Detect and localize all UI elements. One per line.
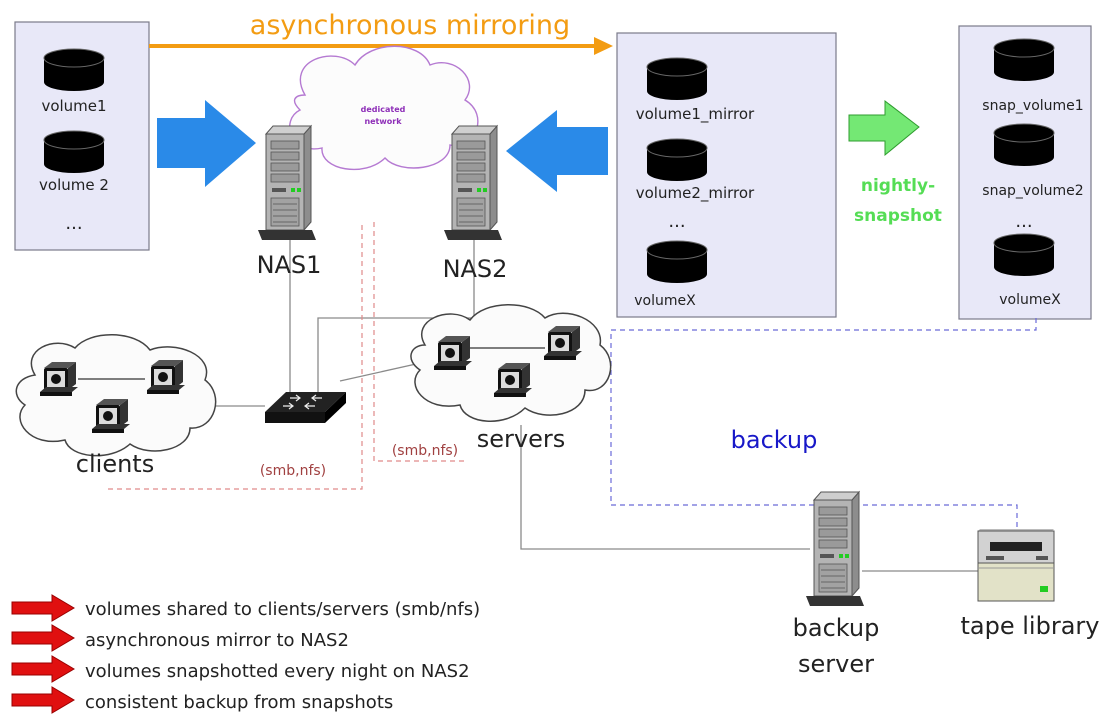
legend-item: asynchronous mirror to NAS2: [85, 630, 349, 651]
nightly-snapshot-label: nightly-: [861, 176, 935, 196]
legend-arrow-icon: [11, 624, 75, 652]
backup-server-label: backup: [793, 614, 880, 642]
server-pc-icon: [494, 363, 532, 397]
share-arrow-left: [157, 100, 256, 187]
disk-icon: [993, 233, 1055, 277]
mirroring-arrow-head: [594, 37, 613, 55]
server-pc-icon: [544, 326, 582, 360]
snapshot-volume-label: volumeX: [999, 292, 1061, 308]
legend-arrow-icon: [11, 686, 75, 714]
mirror-volume-label: volume2_mirror: [636, 184, 755, 203]
legend-item: volumes snapshotted every night on NAS2: [85, 661, 470, 682]
nas1-label: NAS1: [257, 251, 322, 279]
disk-icon: [646, 57, 708, 101]
protocol-line-right: [373, 222, 468, 462]
legend-item: volumes shared to clients/servers (smb/n…: [85, 599, 480, 620]
protocol-line-left: [108, 222, 363, 490]
tape-library-icon: [977, 529, 1055, 602]
client-pc-icon: [92, 399, 130, 433]
volume-ellipsis: ...: [1015, 211, 1032, 232]
network-switch-icon: [265, 392, 346, 423]
volume-ellipsis: ...: [65, 213, 82, 234]
legend-arrow-icon: [11, 655, 75, 683]
snapshot-volume-label: snap_volume2: [982, 183, 1083, 199]
volume-label: volume1: [41, 97, 106, 115]
mirroring-label: asynchronous mirroring: [250, 10, 570, 41]
disk-icon: [993, 38, 1055, 82]
backup-path-line: [610, 318, 1037, 530]
servers-label: servers: [477, 425, 565, 453]
client-pc-icon: [147, 360, 185, 394]
disk-icon: [43, 48, 105, 92]
nas2-wire: [317, 240, 475, 395]
backup-server-icon: [805, 491, 865, 607]
volume-ellipsis: ...: [668, 211, 685, 232]
servers-wire: [339, 361, 426, 382]
disk-icon: [646, 240, 708, 284]
backup-label: backup: [731, 426, 818, 454]
mirror-volume-label: volume1_mirror: [636, 105, 755, 124]
protocol-label: (smb,nfs): [392, 443, 458, 459]
snapshot-arrow: [848, 99, 920, 157]
clients-label: clients: [76, 450, 154, 478]
backup-server-label: server: [798, 650, 874, 678]
mirror-volume-label: volumeX: [634, 293, 696, 309]
dedicated-network-label: network: [364, 117, 402, 126]
protocol-label: (smb,nfs): [260, 463, 326, 479]
tape-library-label: tape library: [961, 612, 1100, 640]
dedicated-network-label: dedicated: [361, 105, 406, 114]
disk-icon: [43, 130, 105, 174]
disk-icon: [993, 123, 1055, 167]
snapshot-volume-label: snap_volume1: [982, 98, 1083, 114]
nas1-server-icon: [257, 125, 317, 241]
backup-server-wire: [520, 425, 810, 550]
server-pc-icon: [434, 336, 472, 370]
share-arrow-right: [506, 110, 608, 192]
nas2-server-icon: [443, 125, 503, 241]
disk-icon: [646, 138, 708, 182]
legend-arrow-icon: [11, 594, 75, 622]
legend-item: consistent backup from snapshots: [85, 692, 393, 713]
nightly-snapshot-label: snapshot: [854, 206, 942, 226]
client-pc-icon: [40, 362, 78, 396]
volume-label: volume 2: [39, 176, 109, 194]
nas2-label: NAS2: [443, 255, 508, 283]
